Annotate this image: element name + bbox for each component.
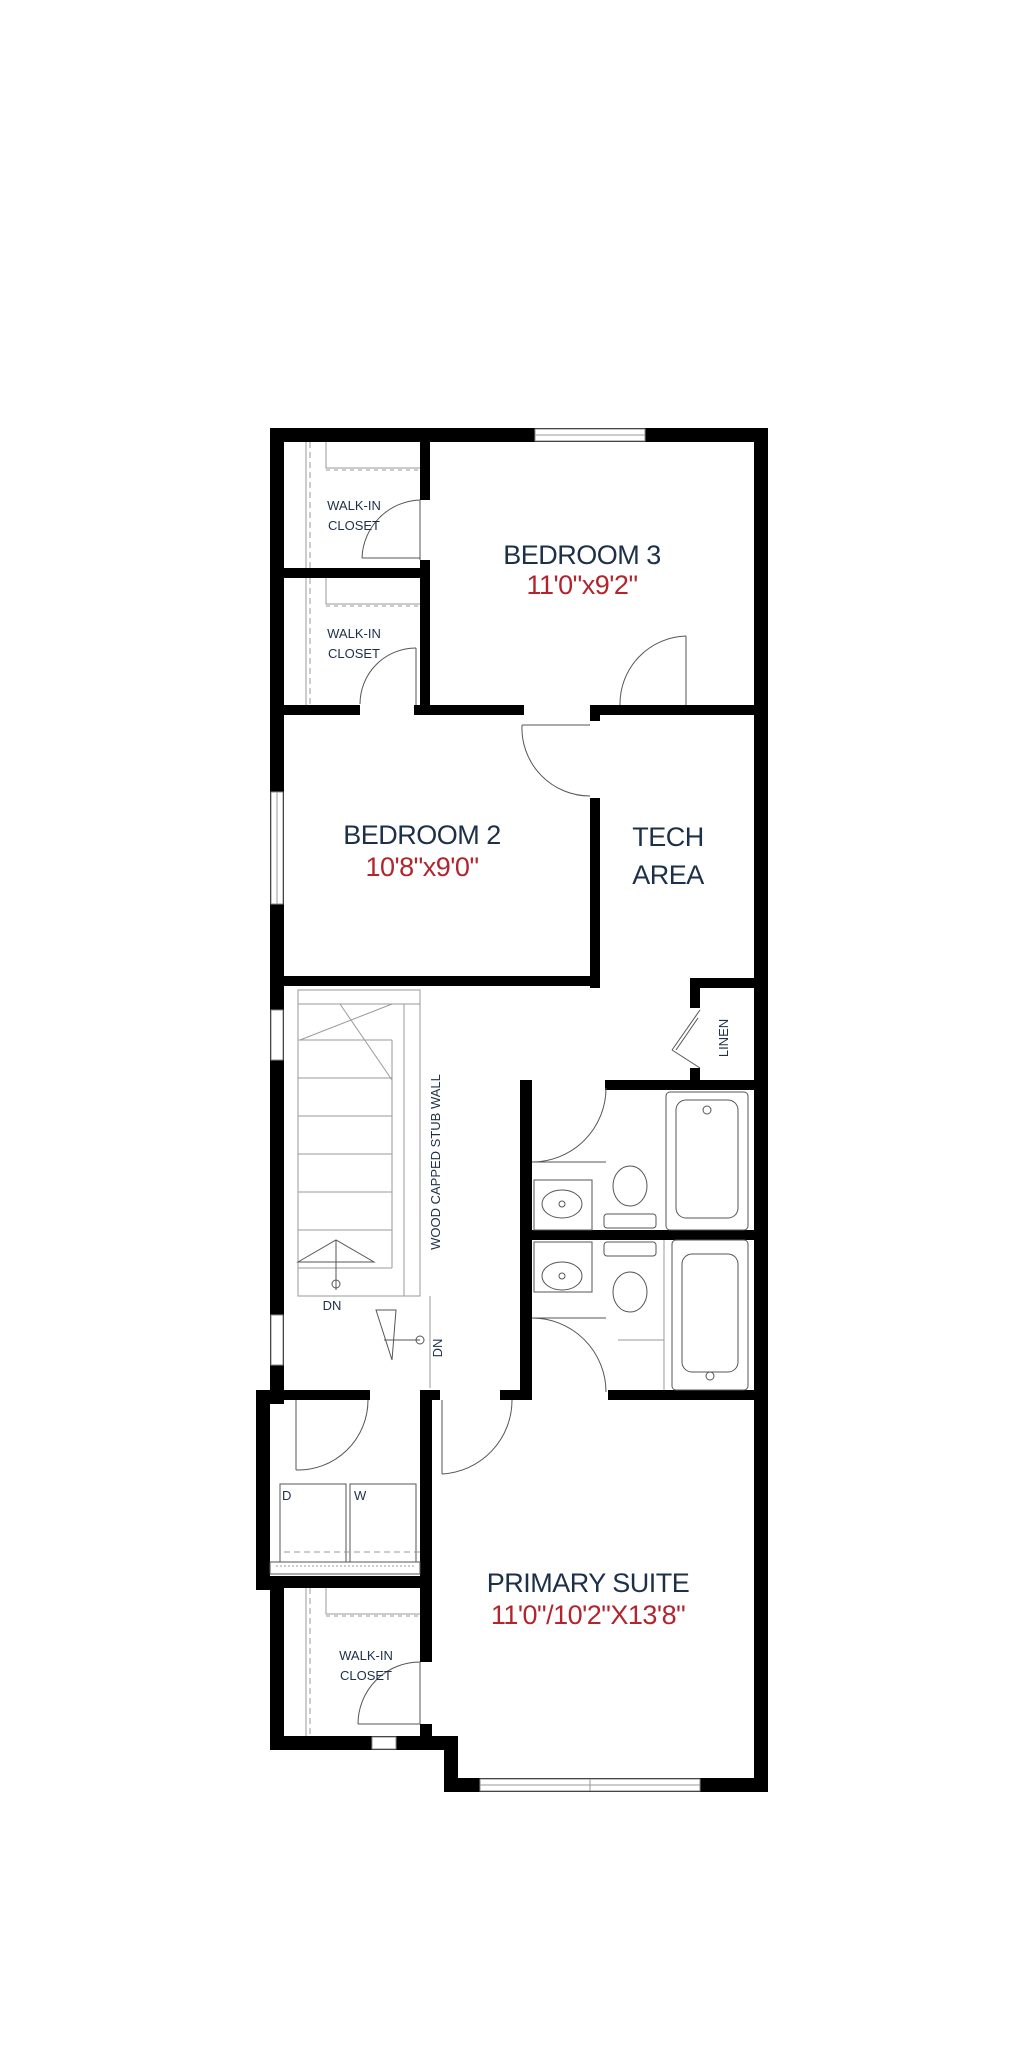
landing-dn-label: DN	[430, 1339, 445, 1358]
window-stair	[270, 1009, 284, 1061]
closet2-label-line2: CLOSET	[328, 646, 380, 661]
bedroom3-label: BEDROOM 3	[503, 540, 661, 570]
interior-walls	[270, 442, 758, 1742]
bedroom2-label: BEDROOM 2	[343, 820, 501, 850]
labels: BEDROOM 3 11'0"x9'2" BEDROOM 2 10'8"x9'0…	[282, 498, 731, 1683]
tech-label-line2: AREA	[632, 860, 704, 890]
primary-dim: 11'0"/10'2"X13'8"	[491, 1600, 685, 1630]
primary-label: PRIMARY SUITE	[487, 1568, 690, 1598]
bedroom2-dim: 10'8"x9'0"	[365, 852, 478, 882]
stair-dn-label: DN	[323, 1298, 342, 1313]
closet1-label-line1: WALK-IN	[327, 498, 381, 513]
linen-label: LINEN	[716, 1019, 731, 1057]
doors	[295, 499, 701, 1725]
closet3-label-line2: CLOSET	[340, 1668, 392, 1683]
closet3-label-line1: WALK-IN	[339, 1648, 393, 1663]
closet-shelving	[305, 442, 420, 1736]
window-closet3	[371, 1736, 397, 1750]
stub-wall-label: WOOD CAPPED STUB WALL	[428, 1074, 443, 1250]
tech-label-line1: TECH	[632, 822, 704, 852]
bath-fixtures	[533, 1091, 749, 1391]
dryer-label: D	[282, 1488, 291, 1503]
window-landing	[270, 1314, 284, 1366]
staircase	[296, 989, 431, 1388]
laundry	[269, 1483, 421, 1575]
closet2-label-line1: WALK-IN	[327, 626, 381, 641]
windows	[270, 428, 701, 1792]
closet1-label-line2: CLOSET	[328, 518, 380, 533]
bedroom3-dim: 11'0"x9'2"	[526, 570, 637, 600]
washer-label: W	[354, 1488, 367, 1503]
